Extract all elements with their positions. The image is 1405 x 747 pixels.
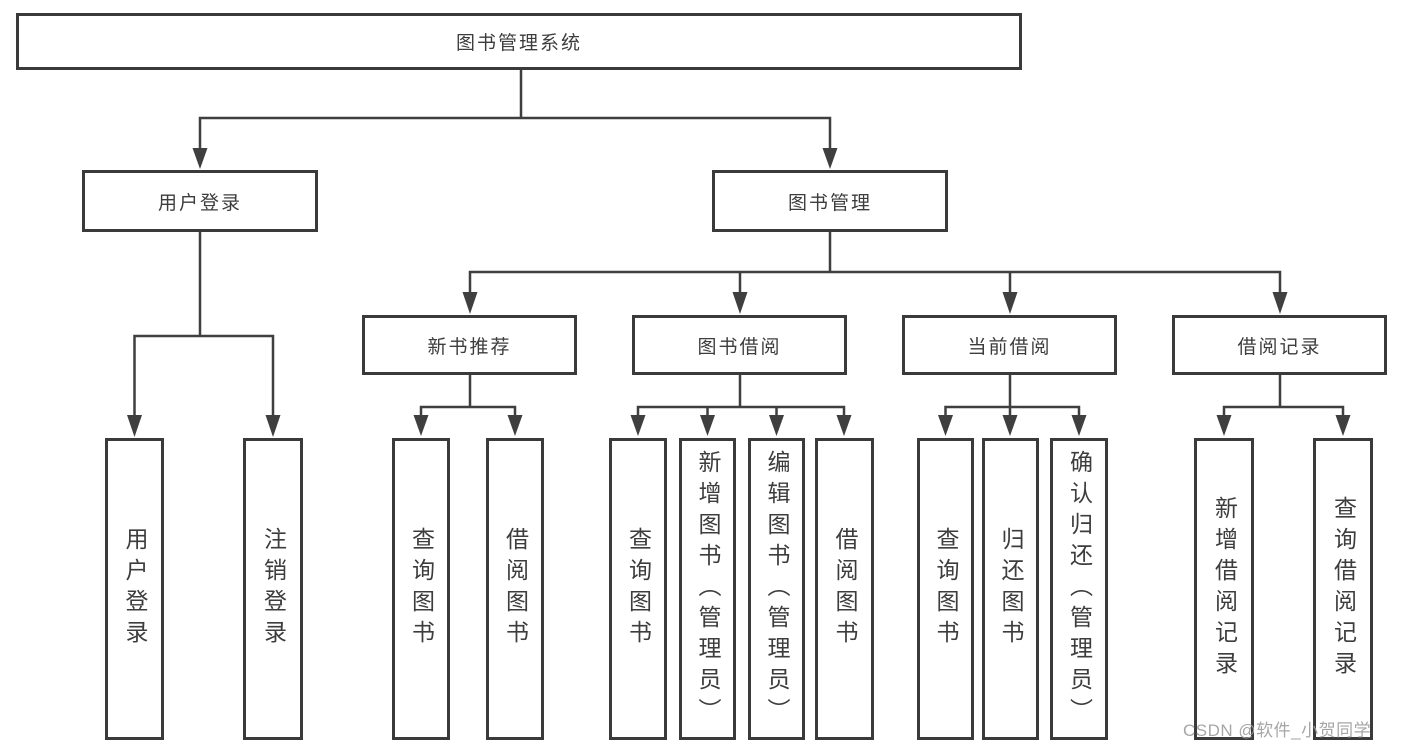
leaf-user-login-label: 用户登录 bbox=[122, 527, 148, 651]
node-current-borrow: 当前借阅 bbox=[902, 315, 1117, 375]
connector-root-to-level2 bbox=[192, 68, 838, 169]
connector-new-book-recommend-branch bbox=[413, 373, 523, 436]
leaf-confirm-return-admin: 确认归还（管理员） bbox=[1050, 438, 1108, 740]
leaf-query-books-borrow-label: 查询图书 bbox=[625, 527, 652, 651]
leaf-return-books-label: 归还图书 bbox=[998, 527, 1024, 651]
leaf-logout: 注销登录 bbox=[243, 438, 303, 740]
leaf-query-books-recommend: 查询图书 bbox=[392, 438, 450, 740]
connector-current-borrow-branch bbox=[938, 373, 1087, 436]
leaf-borrow-books-label: 借阅图书 bbox=[832, 527, 858, 651]
node-book-management: 图书管理 bbox=[712, 170, 948, 232]
leaf-query-books-recommend-label: 查询图书 bbox=[408, 527, 435, 651]
leaf-add-book-admin-label: 新增图书（管理员） bbox=[695, 449, 721, 729]
leaf-borrow-books: 借阅图书 bbox=[815, 438, 874, 740]
node-new-book-recommend: 新书推荐 bbox=[362, 315, 577, 375]
connector-book-management-branch bbox=[462, 231, 1288, 314]
leaf-add-borrow-record: 新增借阅记录 bbox=[1194, 438, 1254, 740]
node-borrow-records: 借阅记录 bbox=[1172, 315, 1387, 375]
leaf-query-books-current-label: 查询图书 bbox=[933, 527, 959, 651]
leaf-edit-book-admin-label: 编辑图书（管理员） bbox=[764, 449, 790, 729]
leaf-confirm-return-admin-label: 确认归还（管理员） bbox=[1066, 449, 1093, 729]
leaf-query-borrow-record: 查询借阅记录 bbox=[1313, 438, 1373, 740]
leaf-edit-book-admin: 编辑图书（管理员） bbox=[748, 438, 805, 740]
leaf-return-books: 归还图书 bbox=[982, 438, 1039, 740]
connector-user-login-branch bbox=[127, 230, 281, 437]
node-user-login: 用户登录 bbox=[82, 170, 318, 232]
leaf-add-book-admin: 新增图书（管理员） bbox=[679, 438, 736, 740]
leaf-borrow-books-recommend: 借阅图书 bbox=[486, 438, 544, 740]
watermark: CSDN @软件_小贺同学 bbox=[1183, 721, 1372, 740]
node-library-system: 图书管理系统 bbox=[16, 13, 1022, 70]
leaf-user-login: 用户登录 bbox=[105, 438, 164, 740]
leaf-borrow-books-recommend-label: 借阅图书 bbox=[502, 527, 529, 651]
node-book-borrow: 图书借阅 bbox=[632, 315, 847, 375]
connector-borrow-records-branch bbox=[1216, 373, 1351, 436]
leaf-add-borrow-record-label: 新增借阅记录 bbox=[1211, 496, 1238, 682]
connector-book-borrow-branch bbox=[630, 373, 852, 436]
leaf-query-borrow-record-label: 查询借阅记录 bbox=[1330, 496, 1357, 682]
leaf-query-books-current: 查询图书 bbox=[917, 438, 974, 740]
leaf-logout-label: 注销登录 bbox=[260, 527, 287, 651]
leaf-query-books-borrow: 查询图书 bbox=[609, 438, 667, 740]
